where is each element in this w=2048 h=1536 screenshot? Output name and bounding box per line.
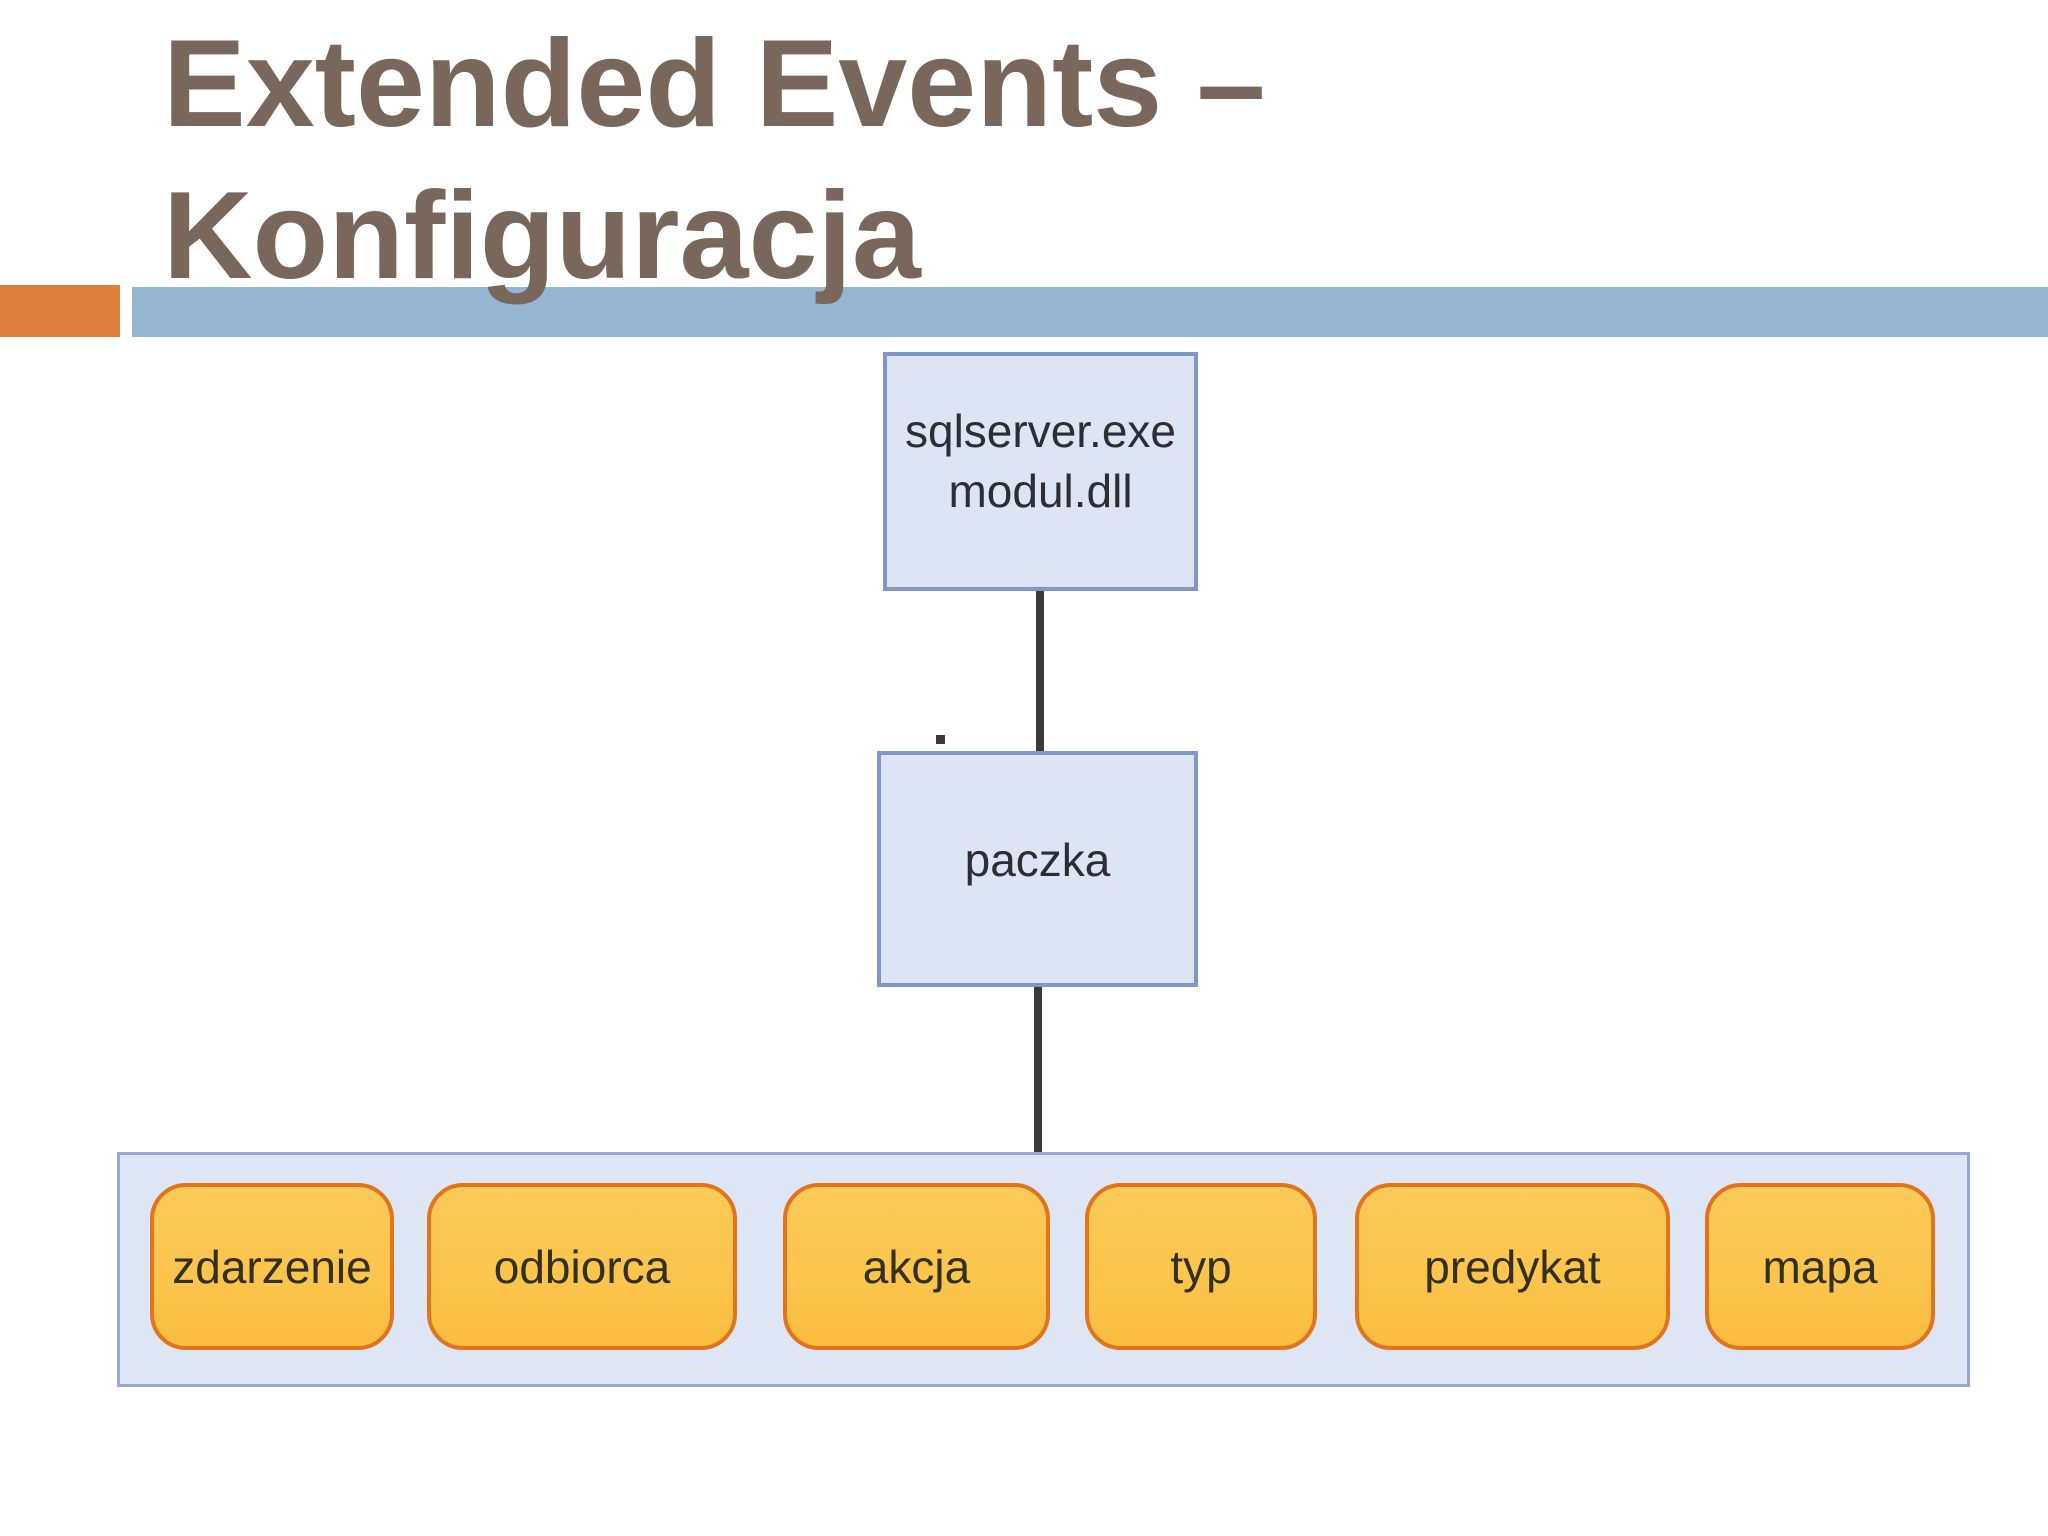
component-chip-predykat: predykat	[1355, 1183, 1670, 1350]
component-chip-odbiorca: odbiorca	[427, 1183, 737, 1350]
connector-root-to-package	[1036, 589, 1044, 754]
diagram-node-sqlserver-line-2: modul.dll	[948, 464, 1133, 517]
component-chip-typ: typ	[1085, 1183, 1317, 1350]
page-title-line-2: Konfiguracja	[163, 167, 921, 305]
component-chip-typ-label: typ	[1170, 1240, 1232, 1293]
diagram-node-sqlserver-line-1: sqlserver.exe	[904, 404, 1176, 457]
accent-blue-bar	[132, 287, 2048, 337]
component-chip-akcja: akcja	[783, 1183, 1050, 1350]
component-chip-zdarzenie-label: zdarzenie	[172, 1240, 372, 1293]
page-title: Extended Events – Konfiguracja	[163, 8, 1266, 312]
diagram-node-paczka-label: paczka	[964, 834, 1111, 886]
component-chip-predykat-label: predykat	[1424, 1240, 1601, 1293]
component-chip-mapa-label: mapa	[1762, 1240, 1878, 1293]
component-chip-mapa: mapa	[1705, 1183, 1935, 1350]
component-chip-zdarzenie: zdarzenie	[150, 1183, 394, 1350]
page-title-line-1: Extended Events –	[163, 15, 1266, 153]
accent-orange-bar	[0, 285, 120, 337]
stray-dot	[936, 735, 945, 744]
component-chip-akcja-label: akcja	[862, 1240, 971, 1293]
diagram-node-paczka: paczka	[877, 751, 1198, 987]
diagram-node-sqlserver: sqlserver.exe modul.dll	[883, 352, 1198, 591]
component-chip-odbiorca-label: odbiorca	[493, 1240, 671, 1293]
connector-package-to-components	[1034, 985, 1042, 1155]
